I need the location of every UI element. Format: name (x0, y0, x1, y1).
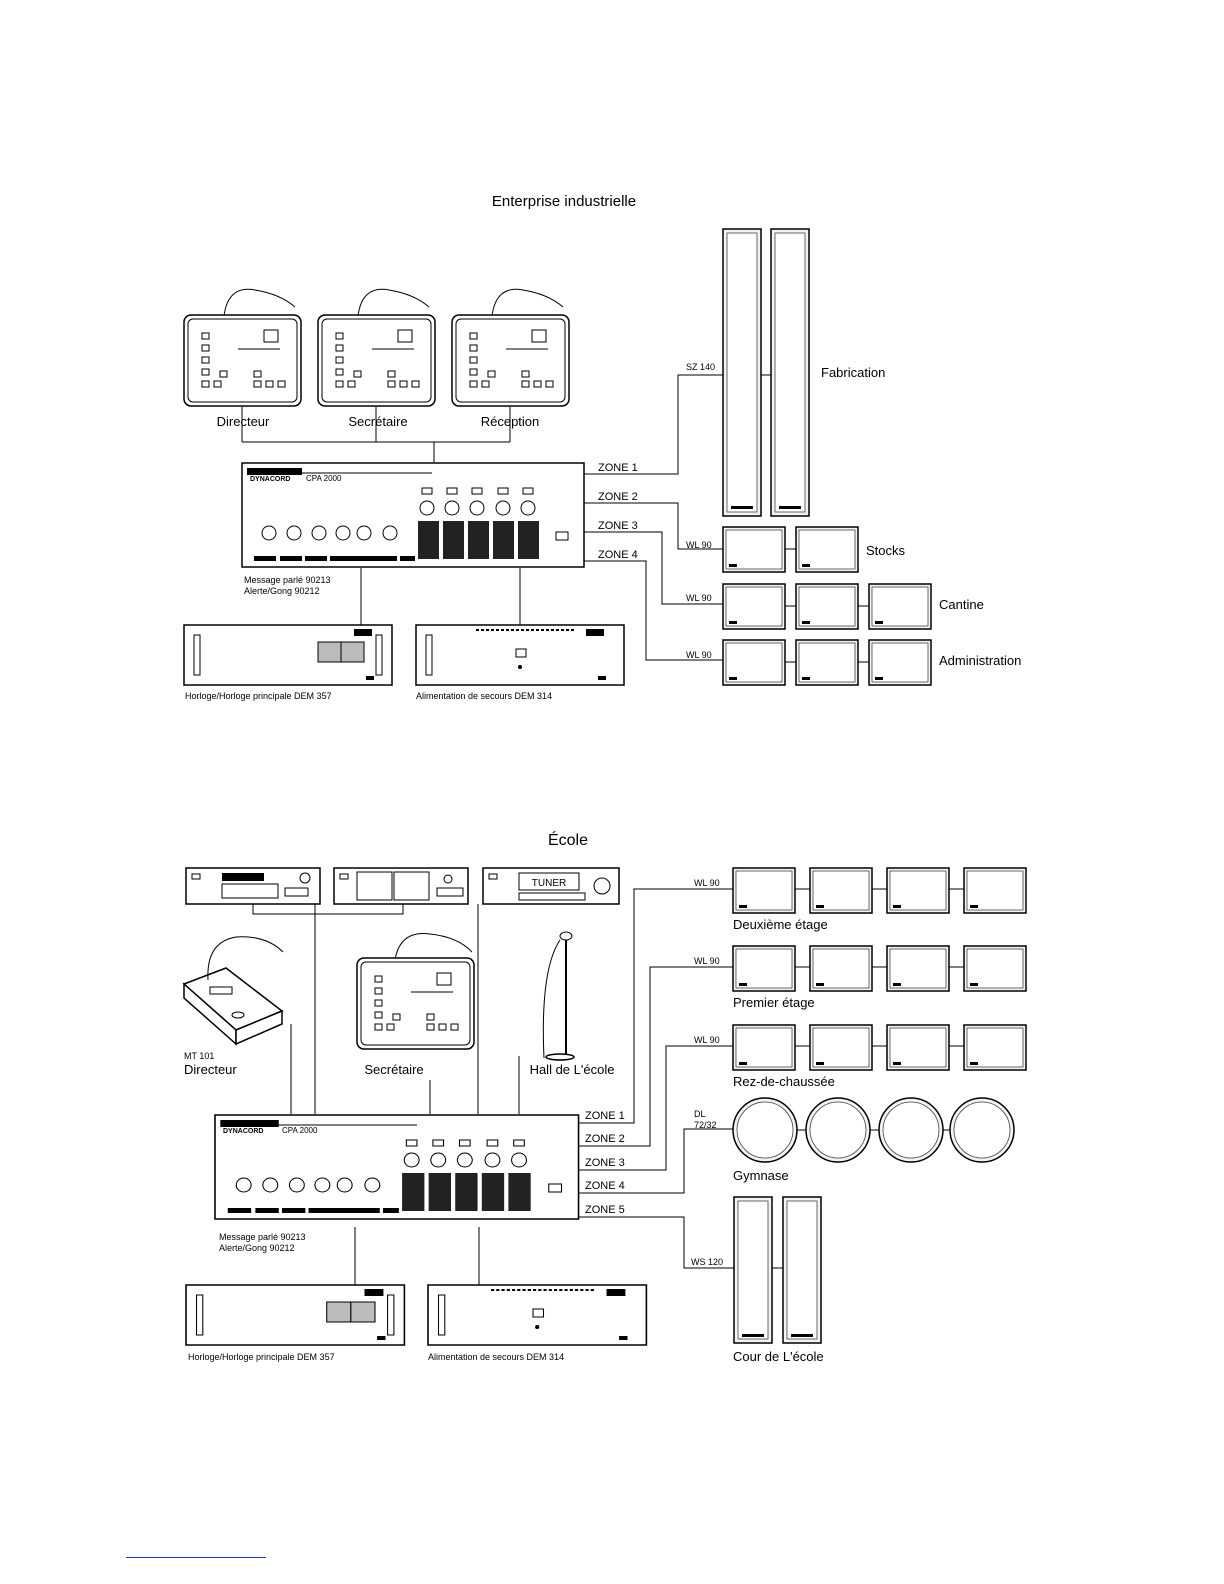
diagram1-title: Enterprise industrielle (492, 193, 636, 210)
model-label-wl90-admin: WL 90 (686, 650, 712, 660)
power-label: Alimentation de secours DEM 314 (428, 1352, 564, 1362)
svg-text:DYNACORD: DYNACORD (223, 1128, 263, 1135)
speaker-row-ground-floor (732, 1024, 1027, 1071)
svg-text:CPA 2000: CPA 2000 (306, 474, 342, 483)
zone3-wire (584, 531, 724, 605)
station-bus-cable (241, 407, 511, 462)
speaker-row-second-floor (732, 867, 1027, 914)
clock-label: Horloge/Horloge principale DEM 357 (185, 691, 332, 701)
power-unit (415, 624, 625, 686)
amp-note-message: Message parlé 90213 (219, 1232, 306, 1242)
model-label-wl90-stocks: WL 90 (686, 540, 712, 550)
svg-text:CPA 2000: CPA 2000 (282, 1126, 318, 1135)
station-label-directeur: Directeur (217, 414, 270, 429)
area-label-ground-floor: Rez-de-chaussée (733, 1074, 835, 1089)
wall-speaker (868, 639, 932, 686)
speaker-row-gymnasium (732, 1097, 1015, 1163)
model-label-wl90-2nd: WL 90 (694, 878, 720, 888)
zone2-wire (579, 966, 734, 1147)
clock-unit (183, 624, 393, 686)
cassette-deck-unit (333, 867, 469, 905)
svg-text:DYNACORD: DYNACORD (250, 476, 290, 483)
zone-label-1: ZONE 1 (598, 462, 638, 474)
column-speaker (722, 228, 762, 517)
speaker-row-first-floor (732, 945, 1027, 992)
diagram2-title: École (548, 830, 588, 849)
source-label-secretaire: Secrétaire (364, 1062, 423, 1077)
amplifier-cpa2000: DYNACORD CPA 2000 (214, 1114, 580, 1220)
zone-label-5: ZONE 5 (585, 1204, 625, 1216)
clock-unit (185, 1284, 406, 1346)
amplifier-cpa2000: DYNACORD CPA 2000 (241, 462, 585, 568)
zone1-wire (584, 374, 724, 475)
model-label-dl-size: 72/32 (694, 1120, 717, 1130)
tuner-display-label: TUNER (532, 878, 566, 889)
speaker-row-schoolyard (733, 1196, 822, 1344)
zone-label-1: ZONE 1 (585, 1110, 625, 1122)
zone-label-3: ZONE 3 (585, 1157, 625, 1169)
zone-label-3: ZONE 3 (598, 520, 638, 532)
power-label: Alimentation de secours DEM 314 (416, 691, 552, 701)
area-label-stocks: Stocks (866, 543, 906, 558)
tuner-unit: TUNER (482, 867, 620, 905)
area-label-gymnasium: Gymnase (733, 1168, 789, 1183)
zone1-wire (579, 888, 734, 1124)
clock-label: Horloge/Horloge principale DEM 357 (188, 1352, 335, 1362)
zone4-wire (584, 560, 724, 661)
area-label-fabrication: Fabrication (821, 365, 885, 380)
power-unit (426, 1283, 648, 1347)
area-label-second-floor: Deuxième étage (733, 917, 828, 932)
amp-note-gong: Alerte/Gong 90212 (244, 586, 320, 596)
zone2-wire (584, 502, 724, 550)
reception-station (451, 288, 570, 407)
footer-separator (126, 1557, 266, 1558)
desk-microphone-mt101 (182, 936, 284, 1046)
model-label-sz140: SZ 140 (686, 362, 715, 372)
zone5-wire (579, 1216, 734, 1269)
secretaire-station (356, 933, 475, 1050)
area-label-cantine: Cantine (939, 597, 984, 612)
floor-microphone (542, 931, 575, 1061)
zone-label-4: ZONE 4 (598, 549, 638, 561)
wall-speaker (722, 583, 786, 630)
zone3-wire (579, 1045, 734, 1171)
zone4-wire (579, 1128, 734, 1194)
area-label-first-floor: Premier étage (733, 995, 815, 1010)
model-label-dl: DL (694, 1109, 706, 1119)
wall-speaker (722, 639, 786, 686)
cd-player-unit (185, 867, 321, 905)
model-label-wl90-ground: WL 90 (694, 1035, 720, 1045)
amp-note-message: Message parlé 90213 (244, 575, 331, 585)
wall-speaker (868, 583, 932, 630)
amp-note-gong: Alerte/Gong 90212 (219, 1243, 295, 1253)
source-label-hall: Hall de L'école (530, 1062, 615, 1077)
model-label-wl90-cantine: WL 90 (686, 593, 712, 603)
wall-speaker (722, 526, 786, 573)
model-label-wl90-1st: WL 90 (694, 956, 720, 966)
zone-label-4: ZONE 4 (585, 1180, 625, 1192)
model-label-ws120: WS 120 (691, 1257, 723, 1267)
wall-speaker (795, 526, 859, 573)
mic-model-label: MT 101 (184, 1051, 214, 1061)
station-label-secretaire: Secrétaire (348, 414, 407, 429)
secretaire-station (317, 288, 436, 407)
source-wiring (252, 904, 479, 1114)
zone-label-2: ZONE 2 (585, 1133, 625, 1145)
zone-label-2: ZONE 2 (598, 491, 638, 503)
wall-speaker (795, 583, 859, 630)
wall-speaker (795, 639, 859, 686)
area-label-administration: Administration (939, 653, 1021, 668)
column-speaker (770, 228, 810, 517)
source-label-directeur: Directeur (184, 1062, 237, 1077)
area-label-schoolyard: Cour de L'école (733, 1349, 824, 1364)
directeur-station (183, 288, 302, 407)
